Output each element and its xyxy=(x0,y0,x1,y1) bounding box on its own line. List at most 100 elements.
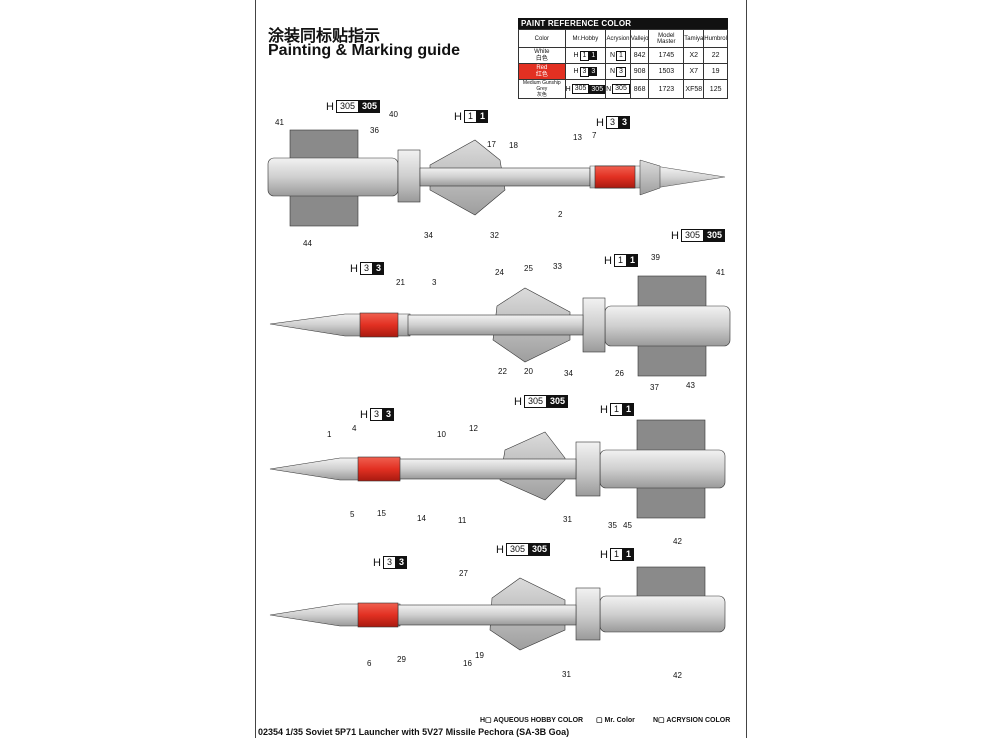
sustainer-body xyxy=(397,604,577,626)
tamiya-cell: XF58 xyxy=(683,79,705,99)
red-band xyxy=(357,456,401,482)
part-number: 34 xyxy=(564,369,573,378)
missile-view-4 xyxy=(269,566,726,651)
red-band xyxy=(359,312,399,338)
part-number: 43 xyxy=(686,381,695,390)
part-number: 42 xyxy=(673,671,682,680)
part-number: 41 xyxy=(716,268,725,277)
part-number: 17 xyxy=(487,140,496,149)
part-number: 20 xyxy=(524,367,533,376)
interstage xyxy=(397,149,421,203)
part-number: 5 xyxy=(350,510,355,519)
red-band xyxy=(594,165,636,189)
sustainer-body xyxy=(407,314,584,336)
part-number: 42 xyxy=(673,537,682,546)
part-number: 13 xyxy=(573,133,582,142)
part-number: 31 xyxy=(562,670,571,679)
red-band xyxy=(357,602,399,628)
part-number: 14 xyxy=(417,514,426,523)
missile-view-2 xyxy=(269,275,731,377)
legend-mr-color: ▢ Mr. Color xyxy=(596,717,635,724)
part-number: 40 xyxy=(389,110,398,119)
part-number: 18 xyxy=(509,141,518,150)
tamiya-cell: X2 xyxy=(683,47,705,64)
col-acrysion: Acrysion xyxy=(605,29,631,48)
part-number: 6 xyxy=(367,659,372,668)
paint-reference-table: PAINT REFERENCE COLOR Color Mr.Hobby Acr… xyxy=(518,18,728,99)
missile-view-1 xyxy=(267,129,726,227)
booster-fin xyxy=(289,191,359,227)
part-number: 15 xyxy=(377,509,386,518)
part-number: 45 xyxy=(623,521,632,530)
part-number: 41 xyxy=(275,118,284,127)
legend-acrysion: N▢ ACRYSION COLOR xyxy=(653,717,731,724)
interstage xyxy=(575,587,601,641)
canard xyxy=(639,159,661,196)
part-number: 26 xyxy=(615,369,624,378)
model-master-cell: 1723 xyxy=(648,79,685,99)
part-number: 32 xyxy=(490,231,499,240)
part-number: 2 xyxy=(558,210,563,219)
sustainer-body xyxy=(397,458,577,480)
part-number: 19 xyxy=(475,651,484,660)
interstage xyxy=(575,441,601,497)
part-number: 37 xyxy=(650,383,659,392)
part-number: 27 xyxy=(459,569,468,578)
booster-body xyxy=(604,305,731,347)
booster-body xyxy=(599,449,726,489)
legend-aqueous: H▢ AQUEOUS HOBBY COLOR xyxy=(480,717,584,724)
footer-caption: 02354 1/35 Soviet 5P71 Launcher with 5V2… xyxy=(258,727,570,737)
sustainer-body xyxy=(419,167,591,187)
part-number: 1 xyxy=(327,430,332,439)
part-number: 11 xyxy=(458,516,467,525)
part-number: 31 xyxy=(563,515,572,524)
interstage xyxy=(582,297,606,353)
page-title-chinese: 涂装同标贴指示 xyxy=(268,26,381,45)
booster-fin xyxy=(636,566,706,600)
paint-table: Color Mr.Hobby Acrysion Vallejo Model Ma… xyxy=(518,29,728,99)
part-number: 35 xyxy=(608,521,617,530)
part-number: 7 xyxy=(592,131,597,140)
part-number: 39 xyxy=(651,253,660,262)
part-number: 25 xyxy=(524,264,533,273)
part-number: 44 xyxy=(303,239,312,248)
part-number: 29 xyxy=(397,655,406,664)
part-number: 36 xyxy=(370,126,379,135)
part-number: 34 xyxy=(424,231,433,240)
missile-view-3 xyxy=(269,419,726,519)
booster-fin xyxy=(289,129,359,163)
part-number: 16 xyxy=(463,659,472,668)
part-number: 22 xyxy=(498,367,507,376)
part-number: 24 xyxy=(495,268,504,277)
part-number: 33 xyxy=(553,262,562,271)
part-number: 4 xyxy=(352,424,357,433)
booster-body xyxy=(267,157,399,197)
booster-body xyxy=(599,595,726,633)
part-number: 21 xyxy=(396,278,405,287)
part-number: 10 xyxy=(437,430,446,439)
paint-reference-heading: PAINT REFERENCE COLOR xyxy=(518,18,728,29)
page-title: Painting & Marking guide xyxy=(268,42,461,59)
